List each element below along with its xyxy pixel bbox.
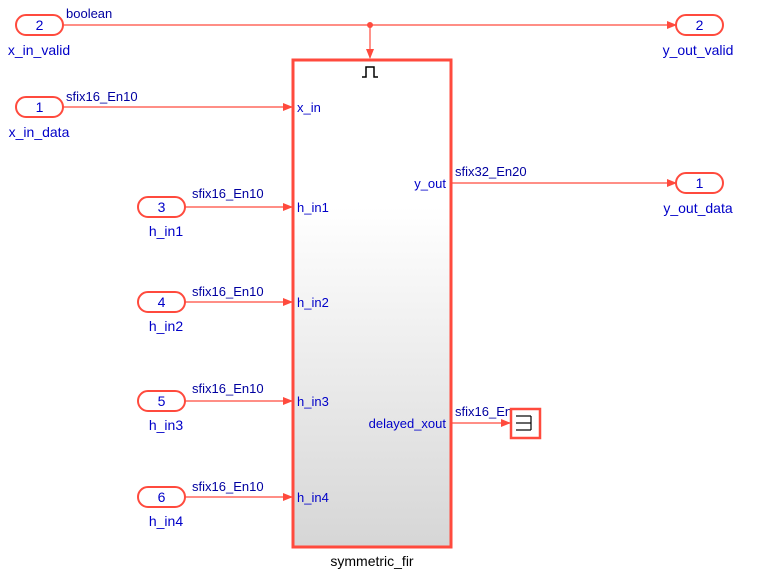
- outport-y-out-valid[interactable]: 2 y_out_valid: [663, 14, 734, 58]
- inport-number: 4: [158, 294, 166, 310]
- subsystem-input-port-label: h_in3: [297, 394, 329, 409]
- inport-h-in4[interactable]: 6 h_in4: [137, 486, 186, 529]
- subsystem-body[interactable]: [291, 58, 453, 549]
- trigger-pulse-icon: [362, 66, 378, 78]
- outport-number: 1: [696, 175, 704, 191]
- signal-label-valid: boolean: [66, 6, 112, 21]
- terminator-icon: [516, 415, 532, 431]
- signal-label-h-in2: sfix16_En10: [192, 284, 264, 299]
- subsystem-output-port-label: delayed_xout: [369, 416, 447, 431]
- subsystem-input-port-label: h_in4: [297, 490, 329, 505]
- inport-number: 1: [36, 99, 44, 115]
- inport-h-in3[interactable]: 5 h_in3: [137, 390, 186, 433]
- outport-name: y_out_data: [663, 200, 732, 216]
- inport-h-in1[interactable]: 3 h_in1: [137, 196, 186, 239]
- inport-number: 2: [36, 17, 44, 33]
- terminator-block[interactable]: [509, 407, 542, 440]
- inport-x-in-valid[interactable]: 2 x_in_valid: [8, 14, 70, 58]
- subsystem-input-port-label: h_in2: [297, 295, 329, 310]
- signal-label-h-in3: sfix16_En10: [192, 381, 264, 396]
- inport-x-in-data[interactable]: 1 x_in_data: [9, 96, 70, 140]
- subsystem-input-port-label: h_in1: [297, 200, 329, 215]
- signal-label-h-in4: sfix16_En10: [192, 479, 264, 494]
- inport-name: h_in1: [149, 223, 183, 239]
- signal-label-h-in1: sfix16_En10: [192, 186, 264, 201]
- outport-number: 2: [696, 17, 704, 33]
- inport-number: 6: [158, 489, 166, 505]
- subsystem-output-port-label: y_out: [414, 176, 446, 191]
- inport-name: x_in_valid: [8, 42, 70, 58]
- outport-name: y_out_valid: [663, 42, 734, 58]
- inport-name: h_in2: [149, 318, 183, 334]
- subsystem-symmetric-fir[interactable]: x_in h_in1 h_in2 h_in3 h_in4 y_out delay…: [291, 58, 453, 569]
- inport-number: 3: [158, 199, 166, 215]
- signal-label-x-in: sfix16_En10: [66, 89, 138, 104]
- subsystem-name: symmetric_fir: [330, 553, 414, 569]
- inport-number: 5: [158, 393, 166, 409]
- outport-y-out-data[interactable]: 1 y_out_data: [663, 172, 733, 216]
- inport-h-in2[interactable]: 4 h_in2: [137, 291, 186, 334]
- inport-name: h_in4: [149, 513, 183, 529]
- subsystem-input-port-label: x_in: [297, 100, 321, 115]
- signal-label-delayed-xout: sfix16_En: [455, 404, 512, 419]
- inport-name: x_in_data: [9, 124, 70, 140]
- inport-name: h_in3: [149, 417, 183, 433]
- signal-label-y-out: sfix32_En20: [455, 164, 527, 179]
